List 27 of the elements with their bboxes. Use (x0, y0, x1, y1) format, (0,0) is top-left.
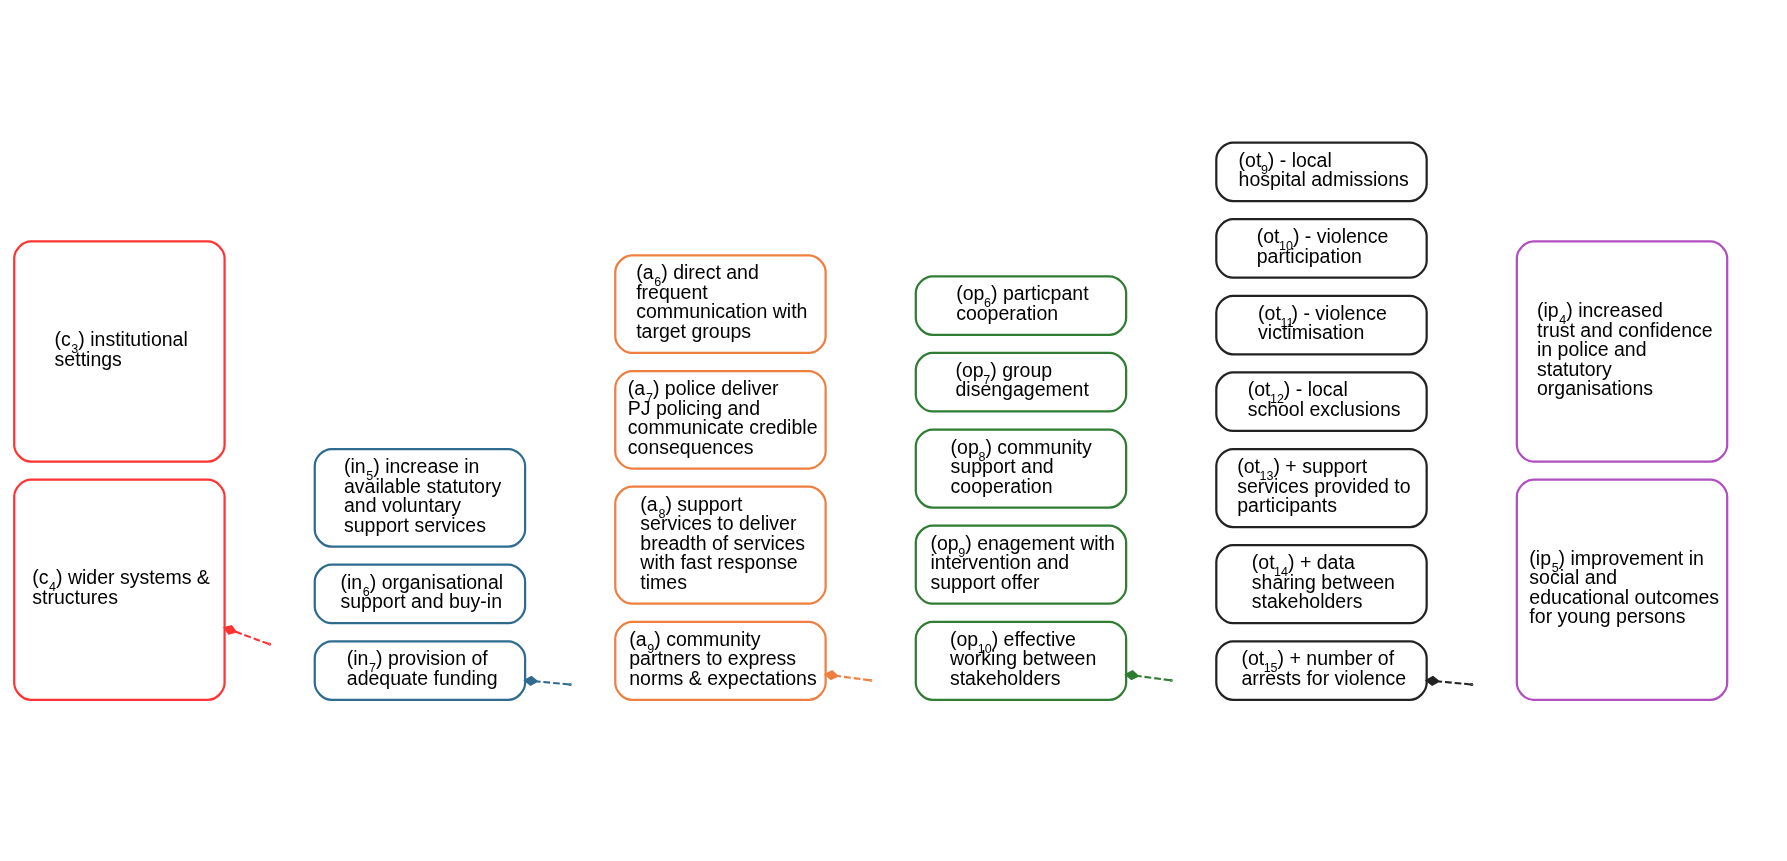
node-box: (ot$_{14}$) + data sharing between stakeholders (1215, 544, 1428, 625)
node-box: (ip$_{5}$) improvement in social and educational outcomes for young persons (1515, 478, 1729, 701)
node-box: (c$_{4}$) wider systems & structures (13, 478, 226, 701)
node-box: (op$_{7}$) group disengagement (914, 351, 1128, 413)
connector (823, 670, 871, 682)
node-box: (in$_{7}$) provision of adequate funding (313, 640, 527, 701)
node-box: (op$_{10}$) effective working between stakeholders (914, 620, 1128, 701)
node-box: (ot$_{9}$) - local hospital admissions (1215, 141, 1428, 203)
node-box: (ot$_{12}$) - local school exclusions (1215, 371, 1428, 433)
node-box: (a$_{6}$) direct and frequent communication with target groups (614, 254, 827, 355)
connector (222, 624, 270, 645)
connector (1424, 675, 1472, 686)
connector (523, 675, 570, 686)
node-box: (in$_{5}$) increase in available statutory and voluntary support services (313, 447, 527, 548)
node-box: (a$_{9}$) community partners to express norms & expectations (614, 620, 827, 701)
connector (1124, 670, 1171, 682)
node-box: (a$_{8}$) support services to deliver breadth of services with fast response times (614, 485, 827, 605)
node-box: (c$_{3}$) institutional settings (13, 240, 226, 463)
node-box: (op$_{8}$) community support and cooperation (914, 428, 1128, 509)
node-box: (ot$_{11}$) - violence victimisation (1215, 294, 1428, 356)
node-box: (ot$_{15}$) + number of arrests for violence (1215, 640, 1428, 701)
node-box: (ot$_{10}$) - violence participation (1215, 218, 1428, 279)
node-box: (op$_{6}$) particpant cooperation (914, 275, 1128, 336)
node-box: (ot$_{13}$) + support services provided to participants (1215, 447, 1428, 529)
node-box: (op$_{9}$) enagement with intervention and support offer (914, 524, 1128, 605)
node-box: (in$_{6}$) organisational support and buy-in (313, 563, 527, 625)
node-box: (ip$_{4}$) increased trust and confidence in police and statutory organisations (1515, 240, 1729, 463)
